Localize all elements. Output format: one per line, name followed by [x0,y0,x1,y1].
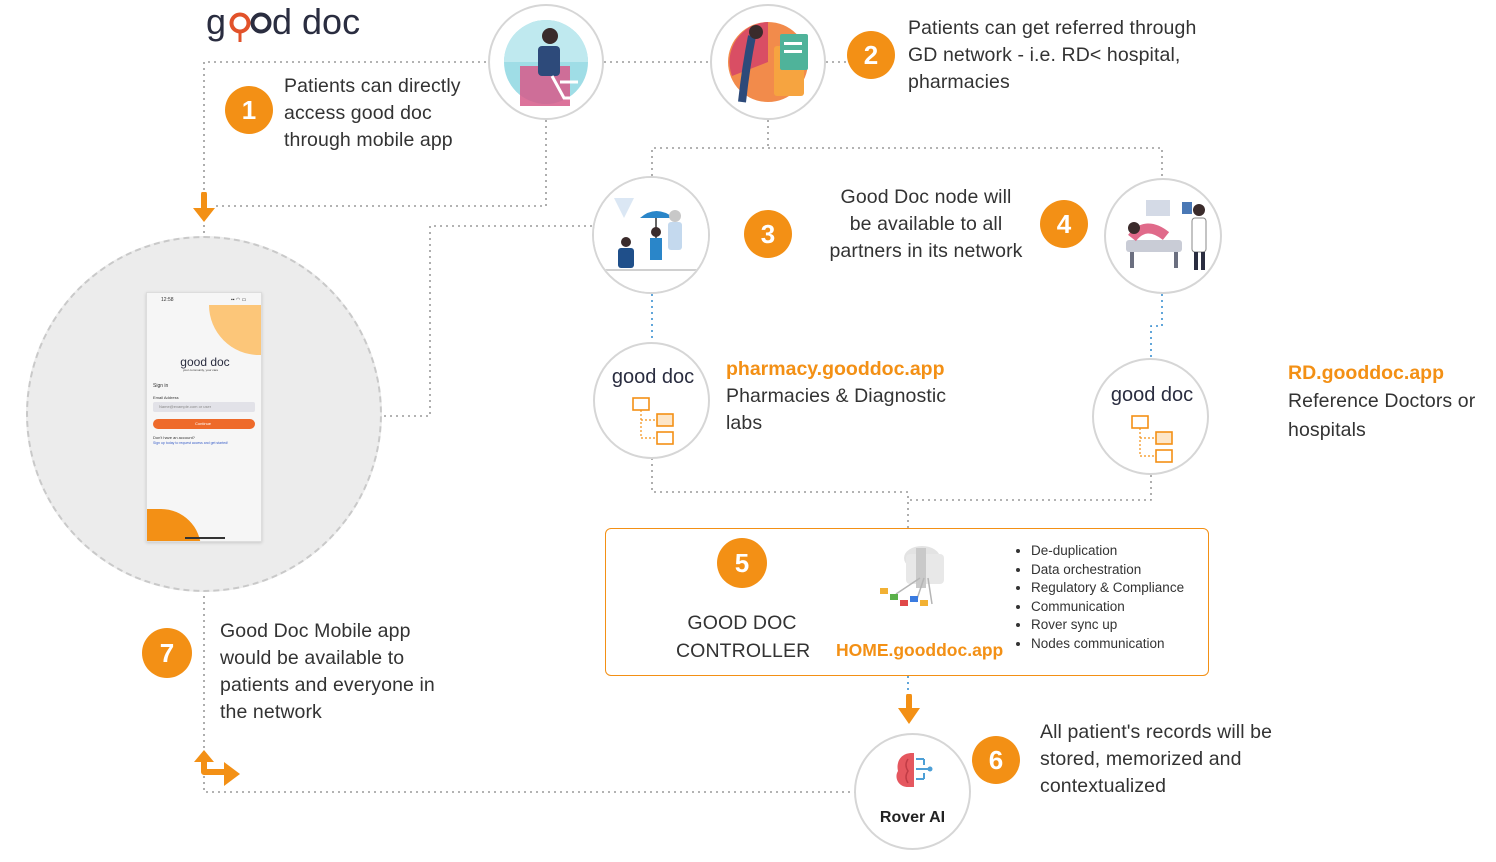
step-7-badge: 7 [142,628,192,678]
controller-feature: Communication [1031,598,1184,617]
rd-node: good doc [1092,358,1209,475]
controller-feature: Rover sync up [1031,616,1184,635]
hospital-doctor-illustration-icon [1126,200,1207,270]
phone-home-indicator [185,537,225,539]
loop-arrows-icon [194,750,240,786]
pharmacy-node-logo: good doc [611,366,695,388]
partner-care-illustration [592,176,710,294]
controller-title: GOOD DOC CONTROLLER [676,612,811,662]
phone-status-icons: ▪▪ ◠ ▭ [231,297,247,303]
svg-text:d doc: d doc [272,2,360,42]
controller-feature: Data orchestration [1031,561,1184,580]
patient-app-illustration [488,4,604,120]
step-4-text: Good Doc node will be available to all p… [829,186,1023,262]
step-1-badge: 1 [225,86,273,134]
rover-ai-node: Rover AI [854,733,971,850]
arrow-down-icon [898,694,920,724]
phone-no-account-text: Don't have an account? [153,435,195,440]
controller-feature: Regulatory & Compliance [1031,579,1184,598]
controller-url[interactable]: HOME.gooddoc.app [836,640,1004,660]
phone-tagline: your community, your care [183,368,219,372]
svg-text:g: g [206,2,226,42]
step-7-text: Good Doc Mobile app would be available t… [220,620,435,723]
arrow-down-icon [193,192,215,222]
phone-signup-link[interactable]: Sign up today to request access and get … [153,441,229,445]
step-1-text: Patients can directly access good doc th… [284,75,461,151]
patient-illustration-icon [504,20,588,106]
pharmacy-node: good doc [593,342,710,459]
rover-ai-label: Rover AI [879,809,946,826]
phone-continue-button[interactable]: Continue [153,419,255,429]
controller-feature: Nodes communication [1031,635,1184,654]
cloud-server-icon [880,546,944,606]
step-3-badge: 3 [744,210,792,258]
logo-icon: g d doc [206,1,360,42]
controller-feature-list: De-duplication Data orchestration Regula… [1013,542,1184,654]
phone-email-input[interactable]: Name@example.com or user [153,402,255,412]
step-6-badge: 6 [972,736,1020,784]
step-4-badge: 4 [1040,200,1088,248]
partner-care-illustration-icon [594,178,708,292]
referral-documents-icon [728,22,808,103]
step-2-text: Patients can get referred through GD net… [908,17,1197,93]
brain-circuit-icon [896,753,933,787]
phone-signin-label: Sign in [153,383,169,389]
step-6-text: All patient's records will be stored, me… [1040,721,1273,797]
phone-email-placeholder: Name@example.com or user [159,404,212,409]
phone-corner-shape-top [209,305,261,355]
controller-feature: De-duplication [1031,542,1184,561]
phone-mockup: 12:58 ▪▪ ◠ ▭ good doc your community, yo… [146,292,262,542]
pharmacy-url[interactable]: pharmacy.gooddoc.app [726,358,945,380]
step-2-badge: 2 [847,31,895,79]
referral-illustration [710,4,826,120]
rd-node-logo: good doc [1110,384,1194,406]
pharmacy-description: Pharmacies & Diagnostic labs [726,385,947,434]
phone-logo: good doc [180,355,230,369]
node-tree-icon [632,397,674,445]
hospital-doctor-illustration [1104,178,1222,294]
phone-email-label: Email Address [153,395,179,400]
step-5-badge: 5 [717,538,767,588]
node-tree-icon [1131,415,1173,463]
rd-description: Reference Doctors or hospitals [1288,390,1476,441]
rd-url[interactable]: RD.gooddoc.app [1288,362,1444,384]
phone-status-time: 12:58 [161,297,174,303]
phone-continue-label: Continue [195,421,212,426]
brand-logo: g d doc [206,1,386,48]
